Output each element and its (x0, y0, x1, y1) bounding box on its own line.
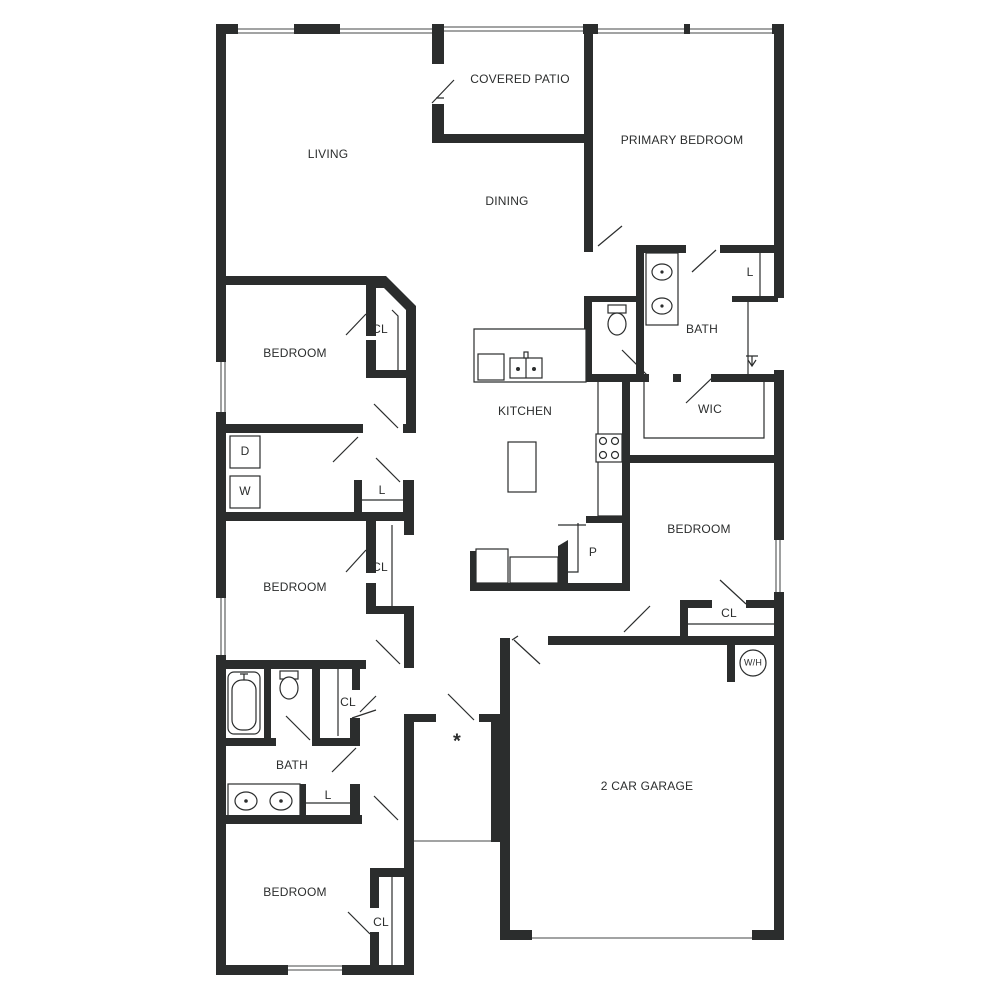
kitchen-island (507, 441, 537, 493)
room-label-wic: WIC (698, 402, 722, 416)
room-label-living: LIVING (308, 147, 349, 161)
dryer-icon (229, 435, 261, 469)
windows (220, 26, 781, 971)
water-heater-label: W/H (744, 657, 762, 667)
room-label-bedroom: BEDROOM (263, 346, 326, 360)
closet-label: CL (340, 695, 356, 709)
toilet-icon (607, 304, 627, 336)
room-label-bedroom: BEDROOM (667, 522, 730, 536)
room-label-dining: DINING (485, 194, 528, 208)
closet-label: CL (372, 560, 388, 574)
fixtures (227, 252, 767, 817)
closet-label: CL (373, 915, 389, 929)
appliance-labels: D W W/H * (239, 444, 762, 752)
room-label-bedroom: BEDROOM (263, 580, 326, 594)
sink-icon (651, 263, 673, 281)
water-heater-icon (739, 649, 767, 677)
entry-marker-icon: * (453, 730, 461, 752)
room-label-primary-bedroom: PRIMARY BEDROOM (621, 133, 744, 147)
room-label-garage: 2 CAR GARAGE (601, 779, 693, 793)
refrigerator-icon (475, 548, 509, 584)
linen-label: L (325, 788, 332, 802)
toilet-icon (279, 670, 299, 700)
room-label-kitchen: KITCHEN (498, 404, 552, 418)
storage-labels: CL CL CL CL CL L L L P (325, 265, 754, 929)
bathtub-icon (227, 671, 261, 735)
room-label-bath: BATH (276, 758, 308, 772)
stove-icon (595, 433, 623, 463)
room-labels: COVERED PATIO LIVING DINING PRIMARY BEDR… (263, 72, 743, 899)
dishwasher-icon (477, 353, 505, 381)
linen-label: L (379, 483, 386, 497)
pantry-label: P (589, 545, 597, 559)
washer-label: W (239, 484, 251, 498)
sink-icon (651, 297, 673, 315)
closet-label: CL (721, 606, 737, 620)
sink-icon (234, 791, 258, 811)
dryer-label: D (241, 444, 250, 458)
room-label-bedroom: BEDROOM (263, 885, 326, 899)
linen-label: L (747, 265, 754, 279)
closet-label: CL (372, 322, 388, 336)
sink-icon (269, 791, 293, 811)
washer-icon (229, 475, 261, 509)
room-label-covered-patio: COVERED PATIO (470, 72, 570, 86)
interior-walls (216, 24, 784, 975)
doors (285, 79, 747, 935)
room-label-bath: BATH (686, 322, 718, 336)
exterior-walls (216, 24, 784, 975)
